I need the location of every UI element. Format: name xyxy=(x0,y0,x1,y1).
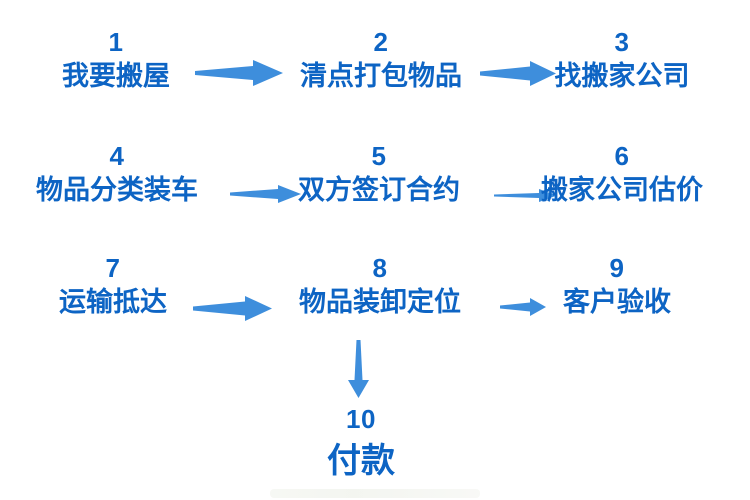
arrow-1-2-right-icon xyxy=(195,60,283,86)
step-9: 9 客户验收 xyxy=(563,252,671,317)
arrow-7-8-right-icon xyxy=(193,296,272,321)
step-3-label: 找搬家公司 xyxy=(554,61,690,91)
step-5-label: 双方签订合约 xyxy=(298,175,460,205)
step-10-number: 10 xyxy=(346,404,376,434)
step-1: 1 我要搬屋 xyxy=(62,26,170,91)
step-8: 8 物品装卸定位 xyxy=(299,252,461,317)
arrow-2-3-right-icon xyxy=(480,61,556,86)
step-4-number: 4 xyxy=(109,141,125,171)
arrow-8-9-right-icon xyxy=(500,298,546,316)
bottom-cropped-element xyxy=(270,489,480,498)
step-9-label: 客户验收 xyxy=(563,287,671,317)
step-1-label: 我要搬屋 xyxy=(62,61,170,91)
step-7-label: 运输抵达 xyxy=(59,287,167,317)
step-4: 4 物品分类装车 xyxy=(36,140,198,205)
step-7: 7 运输抵达 xyxy=(59,252,167,317)
step-6-label: 搬家公司估价 xyxy=(541,175,703,205)
step-9-number: 9 xyxy=(609,253,625,283)
step-2: 2 清点打包物品 xyxy=(300,26,462,91)
step-7-number: 7 xyxy=(105,253,121,283)
step-6-number: 6 xyxy=(614,141,630,171)
arrow-5-6-right-icon xyxy=(494,189,557,202)
step-2-number: 2 xyxy=(373,27,389,57)
step-6: 6 搬家公司估价 xyxy=(541,140,703,205)
step-4-label: 物品分类装车 xyxy=(36,175,198,205)
step-10: 10 付款 xyxy=(327,403,395,480)
step-10-label: 付款 xyxy=(327,442,395,480)
arrow-8-10-down-icon xyxy=(348,340,369,398)
step-8-number: 8 xyxy=(372,253,388,283)
step-2-label: 清点打包物品 xyxy=(300,61,462,91)
step-3-number: 3 xyxy=(614,27,630,57)
step-8-label: 物品装卸定位 xyxy=(299,287,461,317)
arrow-4-5-right-icon xyxy=(230,185,301,203)
step-5: 5 双方签订合约 xyxy=(298,140,460,205)
step-5-number: 5 xyxy=(371,141,387,171)
step-3: 3 找搬家公司 xyxy=(555,26,690,91)
step-1-number: 1 xyxy=(108,27,124,57)
